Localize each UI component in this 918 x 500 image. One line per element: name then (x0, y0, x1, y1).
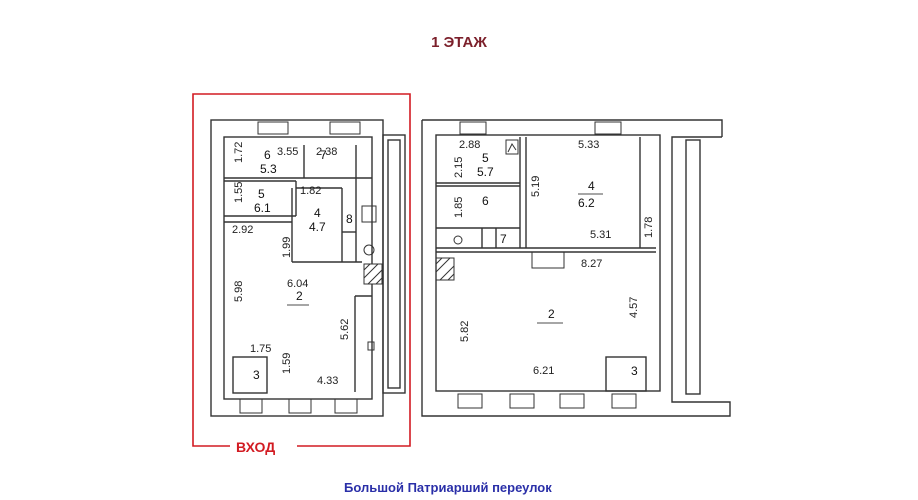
left-dim-1-59: 1.59 (281, 353, 293, 374)
left-dim-6-04: 6.04 (287, 278, 308, 290)
right-dim-2-15: 2.15 (453, 157, 465, 178)
left-room-2-number: 3 (253, 368, 260, 382)
right-dim-6-21: 6.21 (533, 365, 554, 377)
left-room-5-area: 5.3 (260, 162, 277, 176)
left-unit-labels: 6 5.3 7 5 6.1 4 4.7 8 2 3 1.72 3.55 2.38… (232, 142, 353, 387)
right-dim-2-88: 2.88 (459, 139, 480, 151)
right-dim-1-78: 1.78 (643, 217, 655, 238)
right-room-2-number: 3 (631, 364, 638, 378)
floor-title: 1 ЭТАЖ (431, 34, 487, 51)
street-label: Большой Патриарший переулок (344, 480, 552, 495)
right-room-4-area: 5.7 (477, 165, 494, 179)
left-dim-4-33: 4.33 (317, 375, 338, 387)
left-room-1-number: 2 (296, 289, 303, 303)
left-unit-walls (210, 119, 406, 417)
left-room-4-area: 6.1 (254, 201, 271, 215)
left-dim-1-55: 1.55 (233, 182, 245, 203)
right-dim-8-27: 8.27 (581, 258, 602, 270)
right-room-3-area: 6.2 (578, 196, 595, 210)
right-dim-1-85: 1.85 (453, 197, 465, 218)
left-dim-3-55: 3.55 (277, 146, 298, 158)
right-dim-5-33: 5.33 (578, 139, 599, 151)
right-room-5-number: 6 (482, 194, 489, 208)
left-room-5-number: 6 (264, 148, 271, 162)
left-room-3-number: 4 (314, 206, 321, 220)
left-dim-1-82: 1.82 (300, 185, 321, 197)
left-room-3-area: 4.7 (309, 220, 326, 234)
left-room-6-number: 7 (320, 148, 327, 162)
right-dim-5-19: 5.19 (530, 176, 542, 197)
entrance-frame (192, 93, 411, 447)
left-dim-1-72: 1.72 (233, 142, 245, 163)
right-dim-5-82: 5.82 (459, 321, 471, 342)
right-room-1-number: 2 (548, 307, 555, 321)
right-unit-labels: 2.88 2.15 5 5.7 5.33 5.19 4 6.2 1.85 6 7… (453, 139, 655, 378)
left-room-4-number: 5 (258, 187, 265, 201)
left-dim-2-38: 2.38 (316, 146, 337, 158)
left-dim-2-92: 2.92 (232, 224, 253, 236)
fixtures (361, 139, 519, 351)
right-room-6-number: 7 (500, 232, 507, 246)
right-dim-4-57: 4.57 (628, 297, 640, 318)
left-dim-5-98: 5.98 (233, 281, 245, 302)
left-dim-1-75: 1.75 (250, 343, 271, 355)
hatched-columns (363, 257, 455, 285)
left-dim-1-99: 1.99 (281, 237, 293, 258)
right-unit-walls (421, 119, 731, 417)
right-room-3-number: 4 (588, 179, 595, 193)
entrance-label: ВХОД (236, 439, 276, 455)
right-room-4-number: 5 (482, 151, 489, 165)
left-dim-5-62: 5.62 (339, 319, 351, 340)
right-dim-5-31: 5.31 (590, 229, 611, 241)
left-room-7-number: 8 (346, 212, 353, 226)
